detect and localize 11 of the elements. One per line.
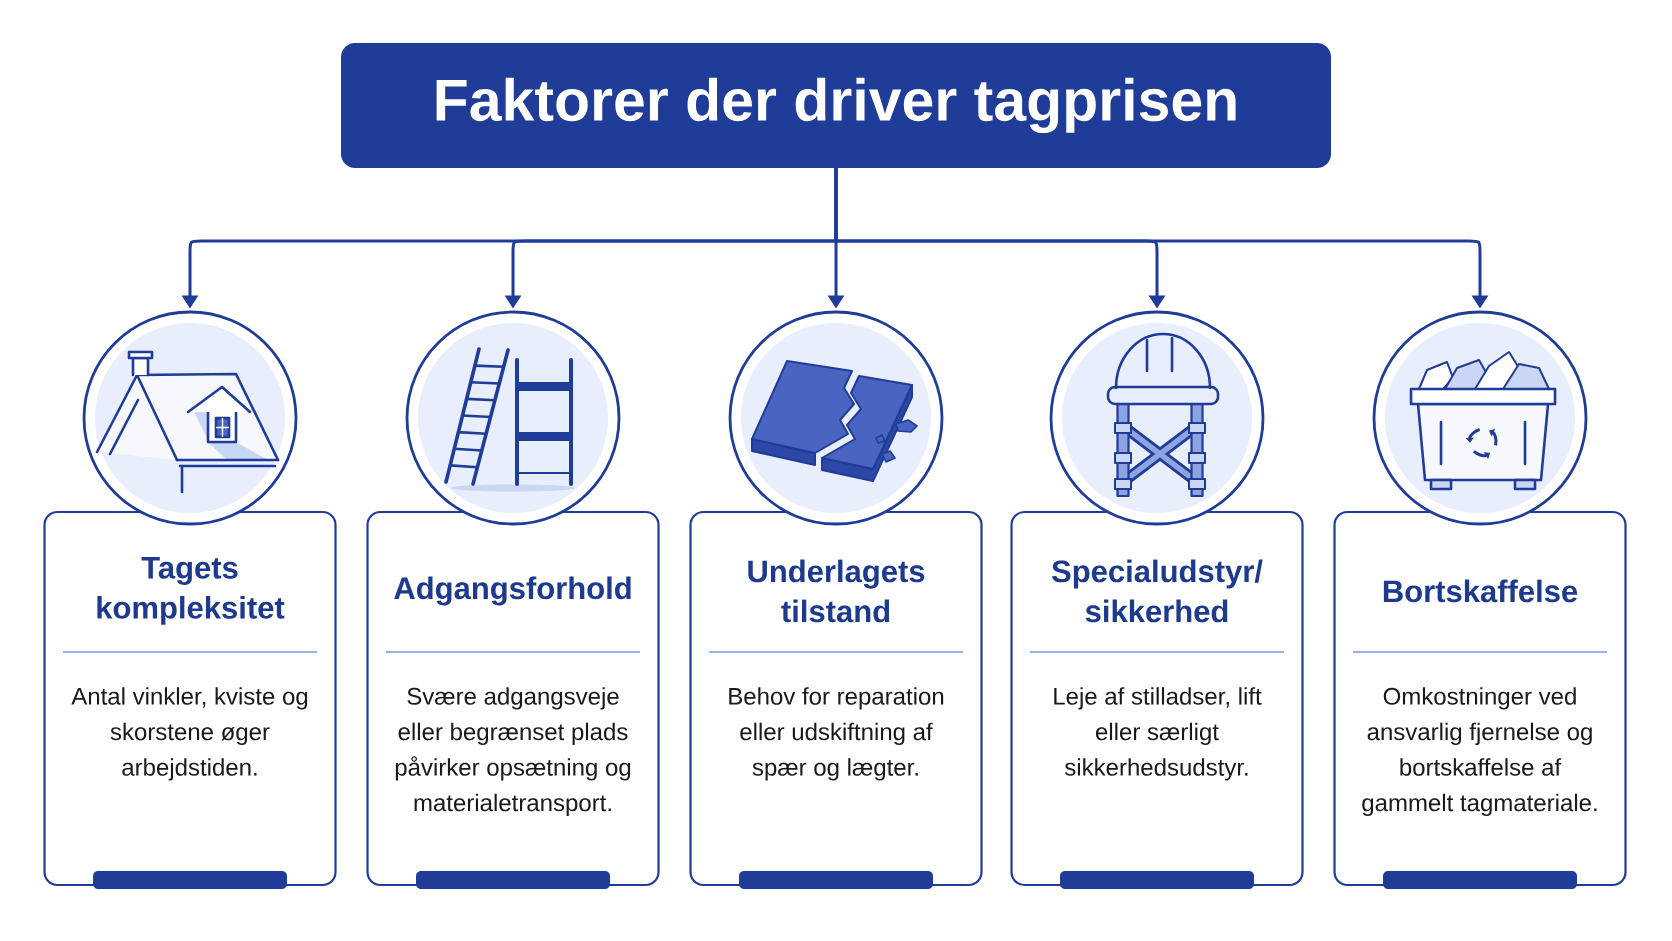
card-text: Omkostninger ved ansvarlig fjernelse og bortskaffelse af gammelt tagmateriale.: [1362, 687, 1597, 817]
card-heading: Adgangsforhold: [394, 576, 631, 606]
card-heading: Tagets kompleksitet: [97, 557, 285, 625]
card-heading: Underlagets tilstand: [748, 559, 925, 623]
card-heading: Bortskaffelse: [1383, 579, 1578, 603]
card-text: Svære adgangsveje eller begrænset plads påvirker opsætning og materialetransport.: [395, 687, 631, 817]
card-text: Behov for reparation eller udskiftning af spær og lægter.: [729, 687, 944, 781]
title-banner: Faktorer der driver tagprisen: [341, 43, 1331, 168]
card-heading: Specialudstyr/ sikkerhed: [1051, 559, 1263, 623]
card-text: Leje af stilladser, lift eller særligt sikkerhedsudstyr.: [1054, 687, 1262, 781]
card-text: Antal vinkler, kviste og skorstene øger arbejdstiden.: [71, 687, 308, 781]
